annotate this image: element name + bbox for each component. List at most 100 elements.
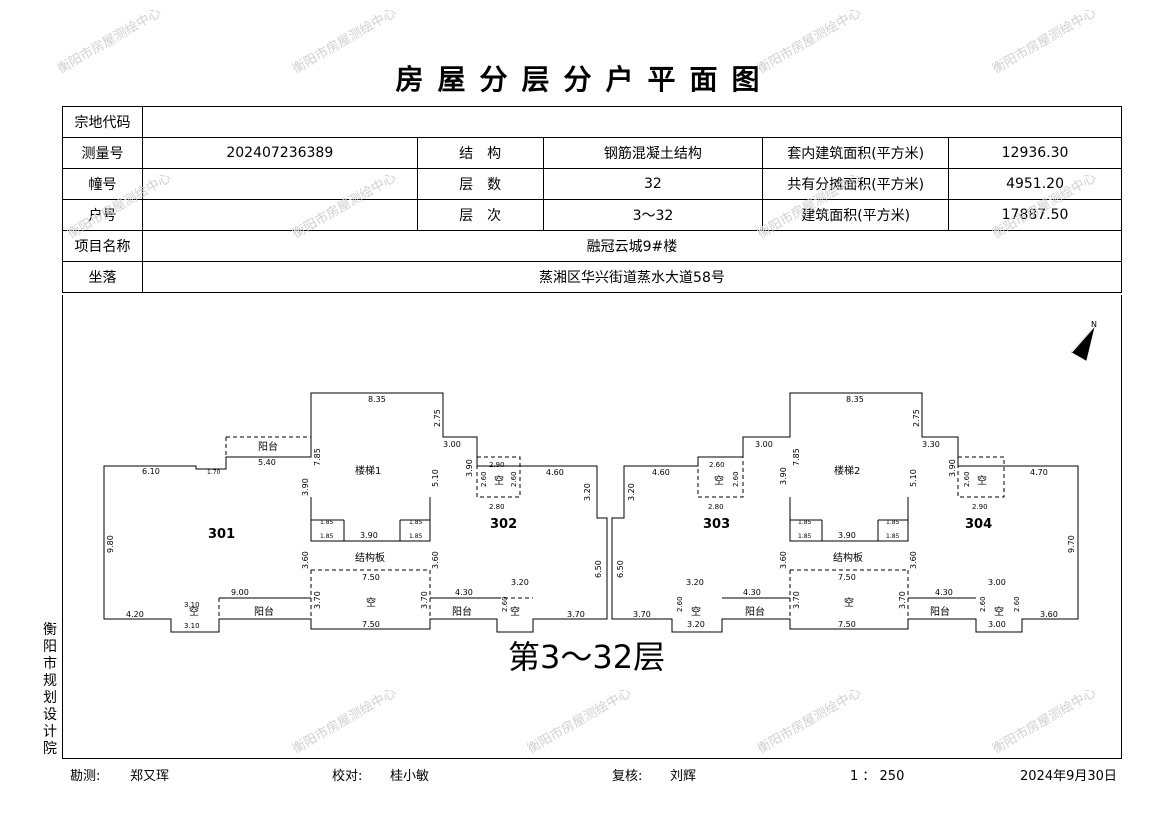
dim-label: 7.50 [362, 620, 380, 629]
dim-label: 4.60 [546, 468, 564, 477]
dim-label: 1.85 [320, 519, 334, 526]
dim-label: 5.10 [909, 469, 918, 487]
plan-outline-right [611, 392, 1079, 633]
dim-label: 3.60 [431, 551, 440, 569]
dim-label: 3.00 [988, 620, 1006, 629]
stair-1-label: 楼梯1 [355, 464, 381, 477]
dim-label: 7.85 [313, 448, 322, 466]
dim-label: 3.70 [898, 591, 907, 609]
table-row: 幢号 层 数 32 共有分摊面积(平方米) 4951.20 [62, 168, 1122, 200]
date: 2024年9月30日 [1020, 769, 1117, 784]
dim-label: 3.00 [988, 578, 1006, 587]
dim-label: 2.90 [972, 503, 988, 511]
surveyor-name: 郑又珲 [130, 769, 170, 784]
north-label: N [1091, 320, 1097, 329]
dim-label: 1.70 [207, 469, 221, 476]
dim-label: 3.60 [1040, 610, 1058, 619]
balcony-bottom-label: 阳台 [930, 605, 950, 618]
dim-label: 3.60 [301, 551, 310, 569]
dim-label: 6.10 [142, 467, 160, 476]
dim-label: 2.60 [709, 461, 725, 469]
dim-label: 2.60 [732, 471, 740, 487]
dim-label: 3.90 [948, 459, 957, 477]
parcel-code-label: 宗地代码 [62, 106, 143, 138]
unit-label-302: 302 [490, 517, 517, 532]
dim-label: 3.10 [184, 622, 200, 630]
table-row: 坐落 蒸湘区华兴街道蒸水大道58号 [62, 261, 1123, 293]
slab-label: 结构板 [355, 551, 385, 564]
dim-label: 1.85 [886, 533, 900, 540]
dim-label: 6.50 [616, 560, 625, 578]
dim-label: 3.20 [627, 483, 636, 501]
table-row: 测量号 202407236389 结 构 钢筋混凝土结构 套内建筑面积(平方米)… [62, 137, 1122, 169]
building-no-label: 幢号 [62, 168, 143, 200]
dim-label: 3.90 [360, 531, 378, 540]
dim-label: 1.85 [886, 519, 900, 526]
dim-label: 3.60 [909, 551, 918, 569]
dim-label: 3.70 [633, 610, 651, 619]
void-label: 空 [714, 474, 724, 487]
balcony-bottom-label: 阳台 [452, 605, 472, 618]
void-top2-dashed [697, 456, 744, 498]
dim-label: 5.10 [431, 469, 440, 487]
dim-label: 3.20 [686, 578, 704, 587]
dim-label: 2.80 [708, 503, 724, 511]
info-table: 宗地代码 测量号 202407236389 结 构 钢筋混凝土结构 套内建筑面积… [62, 106, 1123, 293]
dim-label: 5.40 [258, 458, 276, 467]
dim-label: 7.85 [792, 448, 801, 466]
unit-label-303: 303 [703, 517, 730, 532]
stair-2-label: 楼梯2 [834, 464, 860, 477]
void-label: 空 [510, 605, 520, 618]
unit-label-301: 301 [208, 527, 235, 542]
dim-label: 3.30 [922, 440, 940, 449]
balcony-top-label: 阳台 [258, 440, 278, 453]
plan-outline-left [103, 392, 608, 633]
dim-label: 6.50 [594, 560, 603, 578]
dim-label: 3.90 [301, 478, 310, 496]
side-institute-text: 衡阳市规划设计院 [43, 622, 57, 757]
void-label: 空 [994, 605, 1004, 618]
reviewer-label: 复核: [612, 769, 643, 784]
dim-label: 3.00 [755, 440, 773, 449]
north-arrow-icon: N [1071, 320, 1097, 361]
void-label: 空 [366, 596, 376, 609]
dim-label: 8.35 [846, 395, 864, 404]
balcony-bottom-dashed [218, 598, 497, 620]
dim-label: 3.60 [779, 551, 788, 569]
dim-label: 3.20 [687, 620, 705, 629]
shared-area-value: 4951.20 [948, 168, 1122, 200]
dim-label: 3.70 [792, 591, 801, 609]
dim-label: 3.90 [779, 467, 788, 485]
surveyor-label: 勘测: [70, 769, 101, 784]
structure-value: 钢筋混凝土结构 [542, 137, 764, 169]
dim-label: 4.30 [455, 588, 473, 597]
scale: 1 ： 250 [850, 769, 905, 784]
dim-label: 2.60 [963, 471, 971, 487]
dim-label: 9.00 [231, 588, 249, 597]
dim-label: 4.20 [126, 610, 144, 619]
dim-label: 3.70 [313, 591, 322, 609]
dim-label: 3.20 [583, 483, 592, 501]
balcony-bottom-label: 阳台 [254, 605, 274, 618]
dim-label: 2.80 [489, 503, 505, 511]
project-label: 项目名称 [62, 230, 143, 262]
dim-label: 2.60 [510, 471, 518, 487]
balcony-left-dashed [225, 436, 311, 457]
dim-label: 1.85 [798, 533, 812, 540]
building-area-value: 17887.50 [948, 199, 1122, 231]
dim-label: 3.90 [465, 459, 474, 477]
dim-label: 3.10 [184, 601, 200, 609]
floor-caption: 第3～32层 [508, 638, 665, 676]
floor-range-value: 3～32 [542, 199, 764, 231]
dim-label: 1.85 [409, 533, 423, 540]
location-label: 坐落 [62, 261, 143, 293]
plan-partition [722, 497, 976, 599]
void-top3-dashed [957, 456, 1005, 498]
inner-area-value: 12936.30 [948, 137, 1122, 169]
dim-label: 1.85 [409, 519, 423, 526]
dim-label: 4.30 [743, 588, 761, 597]
dim-label: 4.30 [935, 588, 953, 597]
plan-frame [62, 295, 1122, 759]
table-row: 项目名称 融冠云城9#楼 [62, 230, 1123, 262]
